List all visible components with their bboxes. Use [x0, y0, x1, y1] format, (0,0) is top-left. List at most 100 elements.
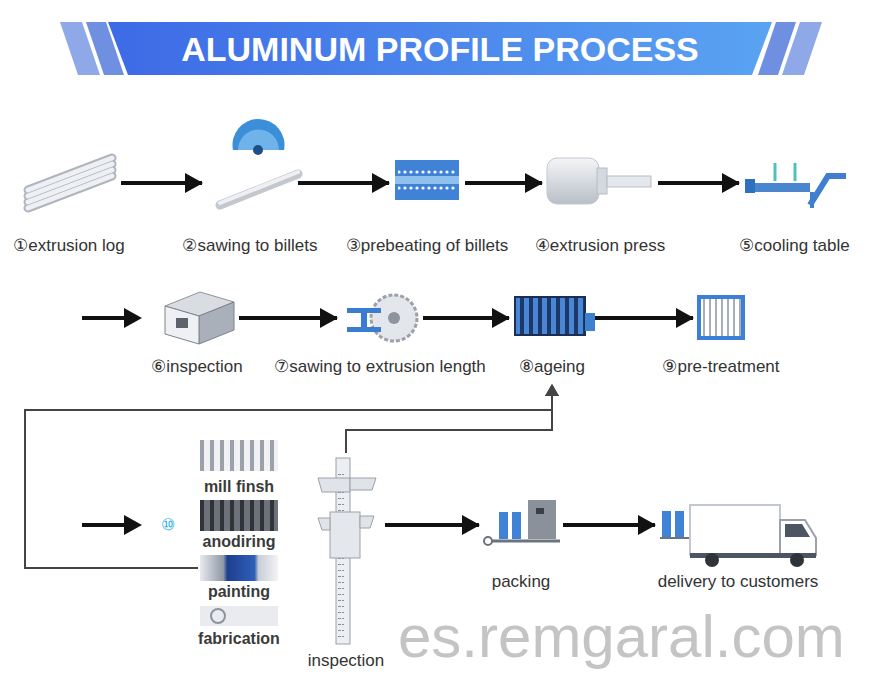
- saw-icon: [253, 145, 263, 155]
- extrusion-press-icon: [547, 158, 651, 204]
- finishing-group: ⑩mill finshanodiringpaintingfabrication: [158, 436, 286, 650]
- cooling-table-icon: [745, 163, 846, 208]
- cooling-table-icon: [755, 183, 810, 192]
- step-label: ⑥inspection: [151, 357, 243, 377]
- extrusion-log-icon: [28, 158, 112, 190]
- finish-option: mill finsh: [200, 440, 278, 471]
- step-label: inspection: [308, 651, 385, 671]
- step-label: ⑧ageing: [519, 357, 585, 377]
- flow-arrow: [595, 316, 693, 320]
- length-saw-icon: [347, 327, 381, 332]
- step-label: ⑦sawing to extrusion length: [274, 357, 486, 377]
- mill-finish-sample: [200, 440, 278, 471]
- flow-arrow: [423, 316, 509, 320]
- caliper-icon: [350, 478, 376, 490]
- cooling-table-icon: [794, 163, 797, 181]
- flow-arrow: [563, 523, 655, 527]
- flow-arrow: [658, 181, 739, 185]
- row-start-arrow: [124, 308, 142, 328]
- sawing-step: ②sawing to billets: [205, 158, 295, 208]
- ageing-oven-icon: [515, 297, 585, 335]
- extrusion-log-step: ①extrusion log: [20, 158, 118, 208]
- step-label: fabrication: [198, 629, 280, 649]
- truck-icon: [705, 553, 719, 567]
- step-label: delivery to customers: [658, 572, 819, 592]
- length-sawing-step: ⑦sawing to extrusion length: [340, 295, 420, 341]
- billet-heater-icon: [398, 166, 456, 174]
- row-start-arrow: [82, 523, 126, 527]
- inspection-step: ⑥inspection: [158, 295, 236, 341]
- truck-icon: [660, 537, 690, 539]
- extrusion-log-icon: [28, 164, 112, 196]
- step-label: ③prebeating of billets: [346, 236, 508, 256]
- step-label: packing: [492, 572, 551, 592]
- anodizing-sample: [200, 500, 278, 531]
- cooling-table-icon: [810, 176, 846, 205]
- painting-sample: [200, 555, 278, 581]
- painting-sample: [200, 555, 278, 581]
- ageing-oven-icon: [515, 297, 595, 335]
- cooling-table-icon: [745, 179, 755, 193]
- packing-icon: [512, 512, 521, 539]
- row-start-arrow: [82, 308, 142, 328]
- pretreatment-step: ⑨pre-treatment: [696, 295, 746, 341]
- cooling-table-icon: [774, 163, 777, 181]
- mill-finish-sample: [200, 440, 278, 471]
- extrusion-press-icon: [547, 158, 599, 204]
- profile-icon: [176, 318, 188, 328]
- length-saw-icon: [361, 313, 367, 327]
- length-saw-icon: [347, 308, 381, 313]
- row-start-arrow: [82, 515, 142, 535]
- extrusion-log-icon: [28, 158, 112, 208]
- truck-icon: [690, 505, 780, 555]
- cooling-table-icon: [810, 192, 814, 208]
- billet-heater-icon: [395, 160, 459, 200]
- preheating-step: ③prebeating of billets: [392, 158, 462, 208]
- truck-icon: [785, 524, 810, 537]
- profile-icon: [199, 302, 234, 344]
- step-label: anodiring: [203, 532, 276, 552]
- billet-heater-icon: [398, 186, 456, 194]
- saw-icon: [220, 172, 298, 203]
- flow-arrow: [298, 181, 389, 185]
- flow-arrow: [121, 181, 202, 185]
- packing-icon: [499, 512, 508, 539]
- packing-step: packing: [482, 498, 560, 546]
- saw-icon: [220, 119, 298, 205]
- caliper-icon: [318, 458, 376, 644]
- extrusion-press-step: ④extrusion press: [545, 158, 655, 208]
- return-line: [346, 385, 552, 453]
- step-label: ⑨pre-treatment: [662, 357, 779, 377]
- callout-number: ⑩: [161, 515, 175, 535]
- diagram-title: ALUMINUM PROFILE PROCESS: [110, 27, 770, 71]
- step-label: ⑤cooling table: [739, 236, 849, 256]
- billet-heater-icon: [395, 176, 459, 184]
- billet-heater-icon: [395, 160, 459, 200]
- flow-arrow: [385, 523, 479, 527]
- truck-icon: [675, 511, 684, 537]
- step-label: mill finsh: [204, 477, 274, 497]
- truck-icon: [660, 505, 816, 567]
- anodizing-sample: [200, 500, 278, 531]
- packing-icon: [484, 537, 492, 545]
- step-label: ②sawing to billets: [182, 236, 317, 256]
- caliper-icon: [318, 518, 330, 530]
- caliper-icon: [360, 516, 374, 528]
- ageing-step: ⑧ageing: [512, 293, 592, 381]
- row-start-arrow: [82, 316, 126, 320]
- length-saw-icon: [388, 312, 400, 324]
- fabrication-sample: [200, 606, 278, 626]
- ageing-oven-icon: [585, 313, 595, 331]
- finish-option: anodiring: [200, 500, 278, 531]
- profile-icon: [165, 306, 199, 344]
- cooling-table-step: ⑤cooling table: [742, 158, 847, 208]
- packing-icon: [484, 540, 560, 543]
- flow-arrow: [465, 181, 542, 185]
- caliper-icon: [330, 512, 360, 558]
- step-label: ①extrusion log: [13, 236, 124, 256]
- pretreatment-icon: [699, 297, 743, 338]
- length-saw-icon: [371, 295, 417, 341]
- packing-icon: [528, 500, 556, 539]
